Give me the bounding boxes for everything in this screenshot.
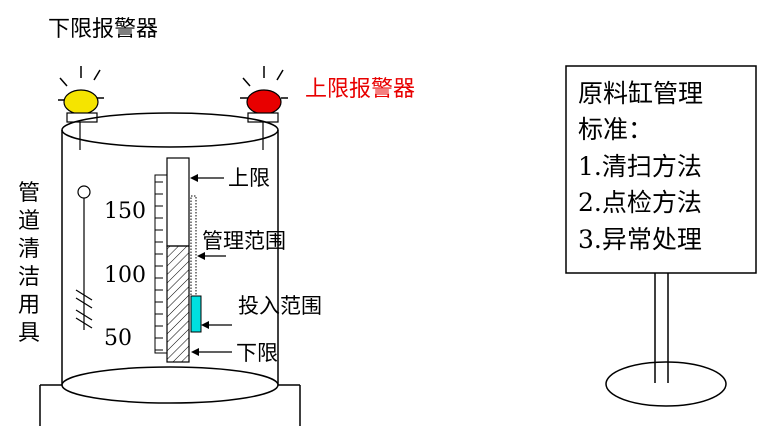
- upper-alarm-label: 上限报警器: [305, 77, 415, 102]
- input-range-label: 投入范围: [238, 294, 322, 318]
- tank: [39, 112, 301, 426]
- lower-alarm-light: [58, 66, 104, 150]
- sign-line-4: 2.点检方法: [578, 188, 702, 217]
- level-gauge: [154, 157, 202, 363]
- standard-sign: [565, 65, 757, 407]
- manage-range-label: 管理范围: [202, 229, 286, 253]
- scale-100: 100: [104, 263, 146, 288]
- cleaning-tool: [75, 185, 93, 330]
- annotations: [190, 174, 232, 356]
- lower-limit-label: 下限: [236, 341, 278, 365]
- sign-line-2: 标准：: [578, 115, 653, 144]
- sign-line-3: 1.清扫方法: [578, 152, 702, 181]
- sign-line-5: 3.异常处理: [578, 225, 702, 254]
- upper-limit-label: 上限: [228, 166, 270, 190]
- sign-line-1: 原料缸管理: [578, 79, 703, 108]
- upper-alarm-light: [240, 66, 288, 150]
- scale-50: 50: [104, 326, 132, 351]
- scale-150: 150: [104, 199, 146, 224]
- side-label: 管道清洁用具: [18, 181, 40, 346]
- lower-alarm-label: 下限报警器: [48, 17, 158, 42]
